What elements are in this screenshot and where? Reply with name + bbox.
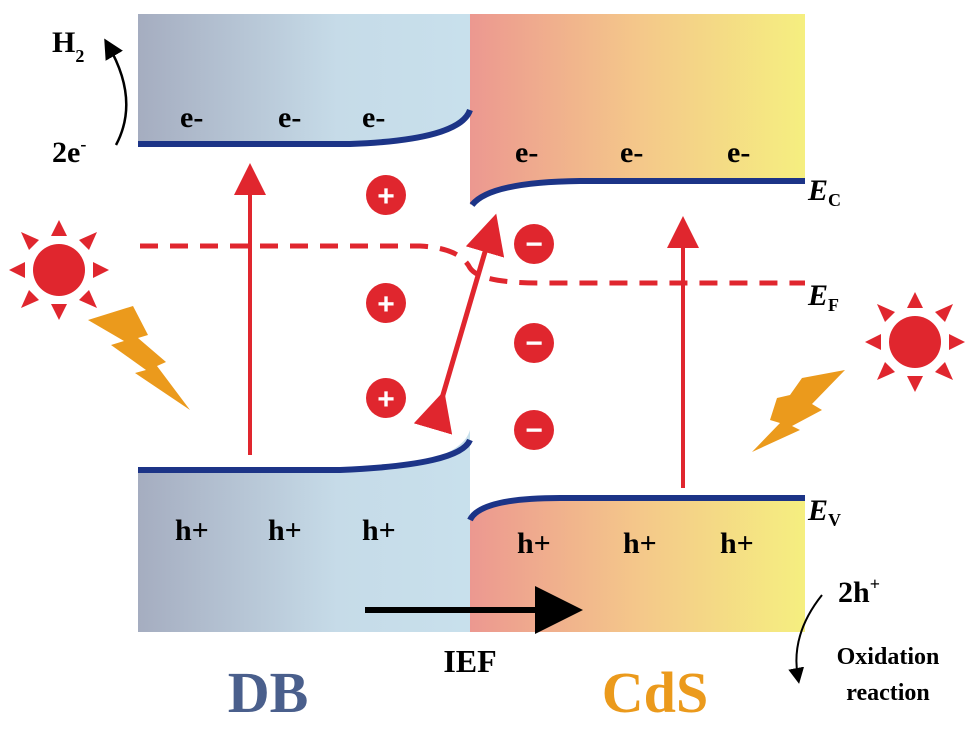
- svg-text:+: +: [377, 383, 395, 416]
- sun-icon-right: [865, 292, 965, 392]
- cds-vb-edge: [467, 495, 805, 522]
- h2-label: H2: [52, 26, 84, 66]
- svg-text:e-: e-: [515, 136, 538, 169]
- svg-text:+: +: [377, 180, 395, 213]
- svg-text:h+: h+: [623, 527, 657, 560]
- cds-label: CdS: [602, 660, 708, 725]
- db-electrons: e- e- e-: [180, 101, 385, 134]
- ec-label: EC: [807, 174, 841, 210]
- db-conduction-band: [138, 14, 470, 145]
- svg-text:−: −: [525, 414, 543, 447]
- svg-text:−: −: [525, 228, 543, 261]
- cds-electrons: e- e- e-: [515, 136, 750, 169]
- ef-label: EF: [807, 279, 839, 315]
- svg-text:h+: h+: [268, 514, 302, 547]
- reduction-arrow: [104, 38, 128, 146]
- charge-transfer-arrow: [413, 213, 505, 435]
- negative-charges: − − −: [514, 224, 554, 450]
- svg-text:h+: h+: [362, 514, 396, 547]
- db-label: DB: [228, 660, 309, 725]
- svg-text:h+: h+: [175, 514, 209, 547]
- 2e-label: 2e-: [52, 134, 86, 169]
- svg-text:−: −: [525, 327, 543, 360]
- ief-label: IEF: [443, 643, 496, 679]
- db-vb-edge: [138, 438, 473, 473]
- svg-text:e-: e-: [620, 136, 643, 169]
- svg-text:e-: e-: [362, 101, 385, 134]
- cds-conduction-band: [470, 14, 805, 205]
- svg-text:h+: h+: [517, 527, 551, 560]
- svg-text:e-: e-: [727, 136, 750, 169]
- db-valence-band: [138, 430, 470, 632]
- oxidation-arrow: [788, 594, 823, 684]
- lightning-icon-right: [752, 370, 845, 452]
- 2h-label: 2h+: [838, 574, 880, 609]
- oxidation-text: Oxidation: [837, 644, 940, 670]
- svg-text:e-: e-: [180, 101, 203, 134]
- lightning-icon-left: [88, 306, 190, 410]
- db-holes: h+ h+ h+: [175, 514, 396, 547]
- cds-cb-edge: [469, 178, 805, 208]
- svg-text:e-: e-: [278, 101, 301, 134]
- sun-icon-left: [9, 220, 109, 320]
- svg-text:+: +: [377, 288, 395, 321]
- cds-holes: h+ h+ h+: [517, 527, 754, 560]
- db-cb-edge: [138, 108, 473, 147]
- positive-charges: + + +: [366, 175, 406, 418]
- ev-label: EV: [807, 494, 841, 530]
- reaction-text: reaction: [846, 680, 930, 706]
- svg-text:h+: h+: [720, 527, 754, 560]
- fermi-level-line: [140, 243, 805, 286]
